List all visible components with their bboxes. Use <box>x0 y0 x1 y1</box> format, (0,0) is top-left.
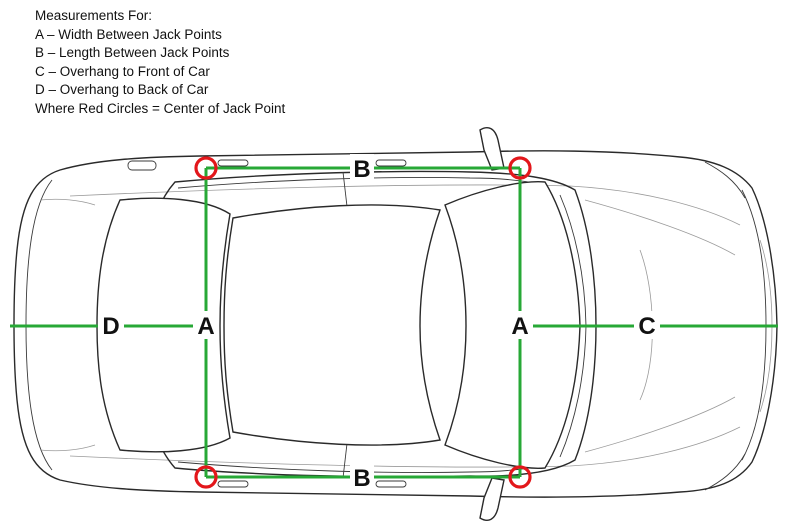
door-handle-mid-top <box>375 159 407 167</box>
c-label: C <box>638 313 655 340</box>
a-right-label: A <box>511 313 528 340</box>
a-right-label-bg <box>507 311 533 339</box>
c-label-bg <box>634 311 660 339</box>
measurement-labels: B B A A D C <box>98 154 660 492</box>
side-mirror-bottom <box>479 477 505 521</box>
door-handle-front-top <box>217 159 249 167</box>
door-handle-rear-top <box>127 160 157 171</box>
body-crease-top <box>69 184 741 226</box>
roof-panel <box>223 204 441 446</box>
legend: Measurements For: A – Width Between Jack… <box>35 7 285 119</box>
a-left-label-bg <box>193 311 219 339</box>
side-mirror-top <box>479 127 505 171</box>
door-handle-front-bottom <box>217 480 249 488</box>
b-top-label-bg <box>350 154 374 182</box>
hood-line-top <box>584 199 736 256</box>
b-bottom-label-bg <box>350 463 374 491</box>
b-bottom-label: B <box>353 465 370 492</box>
legend-item-c: C – Overhang to Front of Car <box>35 63 210 79</box>
jack-point-rear-bottom <box>194 465 218 489</box>
a-left-label: A <box>197 313 214 340</box>
d-label-bg <box>98 311 124 339</box>
jack-point-rear-top <box>194 156 218 180</box>
jack-point-front-bottom <box>508 465 532 489</box>
body-crease-bottom <box>69 426 741 468</box>
legend-heading: Measurements For: <box>35 8 153 23</box>
legend-item-b: B – Length Between Jack Points <box>35 45 230 61</box>
jack-points <box>194 156 532 489</box>
door-handle-mid-bottom <box>375 480 407 488</box>
d-label: D <box>102 313 119 340</box>
rear-trunk-line <box>39 198 96 452</box>
jack-point-front-top <box>508 156 532 180</box>
car-body-outline <box>13 150 778 498</box>
front-wheel-arch-bottom <box>704 453 746 491</box>
legend-item-a: A – Width Between Jack Points <box>35 26 222 42</box>
b-top-label: B <box>353 156 370 183</box>
hood-line-bottom <box>584 396 736 453</box>
legend-item-d: D – Overhang to Back of Car <box>35 82 209 98</box>
window-line-top <box>177 177 541 189</box>
legend-item-note: Where Red Circles = Center of Jack Point <box>35 100 286 116</box>
front-wheel-arch-top <box>704 161 746 199</box>
